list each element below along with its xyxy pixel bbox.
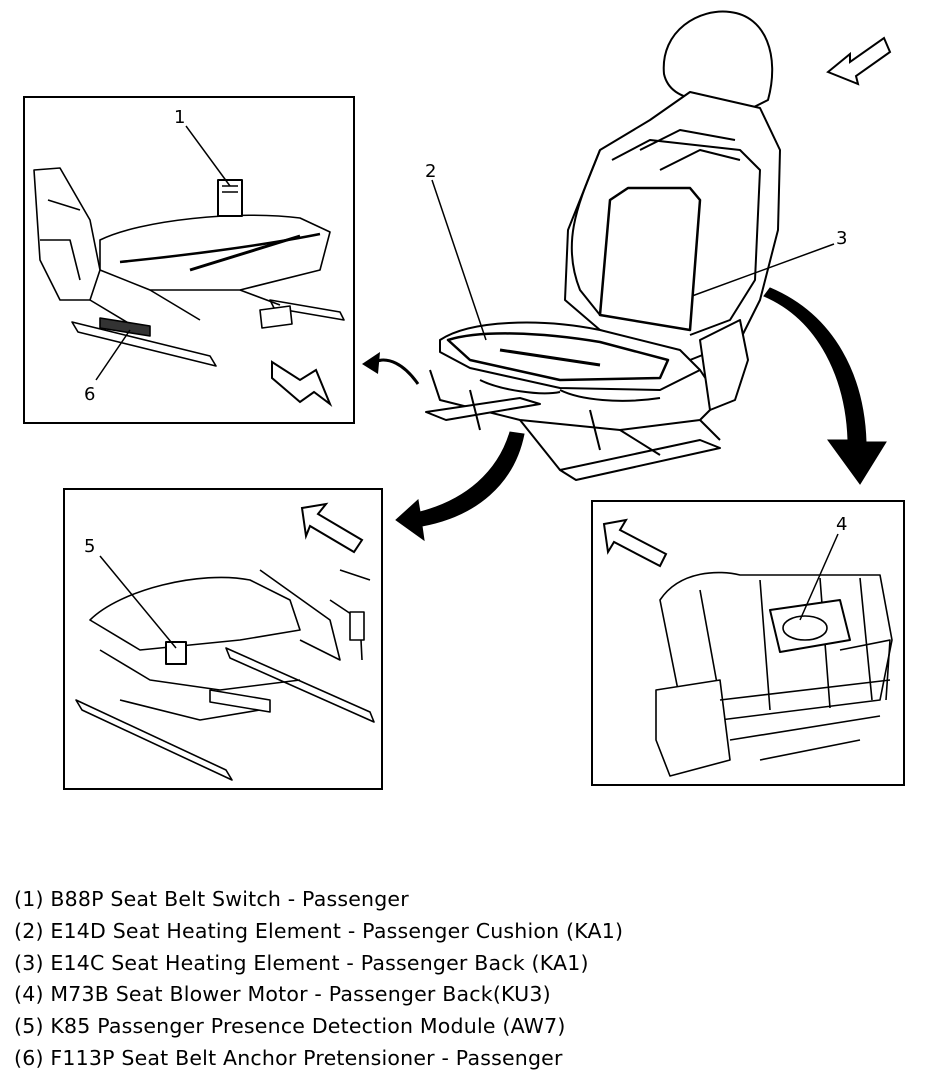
legend-item-5: (5) K85 Passenger Presence Detection Mod… xyxy=(14,1014,566,1039)
leader-lines xyxy=(431,179,835,341)
component-legend: (1) B88P Seat Belt Switch - Passenger (2… xyxy=(14,884,934,1075)
detail-view-seat-blower-motor xyxy=(591,500,905,786)
legend-item-3: (3) E14C Seat Heating Element - Passenge… xyxy=(14,950,589,975)
detail-view-presence-module xyxy=(63,488,383,790)
direction-arrow-icon xyxy=(271,360,333,407)
direction-arrow-icon xyxy=(602,518,668,568)
callout-5: 5 xyxy=(84,536,95,557)
legend-item-6: (6) F113P Seat Belt Anchor Pretensioner … xyxy=(14,1045,563,1070)
detail-view-seat-belt-switch xyxy=(23,96,355,424)
callout-1: 1 xyxy=(174,107,185,128)
callout-3: 3 xyxy=(836,228,847,249)
callout-6: 6 xyxy=(84,384,95,405)
legend-item-2: (2) E14D Seat Heating Element - Passenge… xyxy=(14,918,624,943)
main-seat-illustration xyxy=(425,10,781,481)
direction-arrow-icon xyxy=(300,502,364,554)
legend-item-4: (4) M73B Seat Blower Motor - Passenger B… xyxy=(14,982,551,1007)
connector-arrows xyxy=(362,287,887,542)
forward-direction-arrow xyxy=(826,36,892,86)
callout-4: 4 xyxy=(836,514,847,535)
callout-2: 2 xyxy=(425,161,436,182)
seat-component-diagram: 1 2 3 4 5 6 xyxy=(23,10,905,790)
legend-item-1: (1) B88P Seat Belt Switch - Passenger xyxy=(14,887,409,911)
